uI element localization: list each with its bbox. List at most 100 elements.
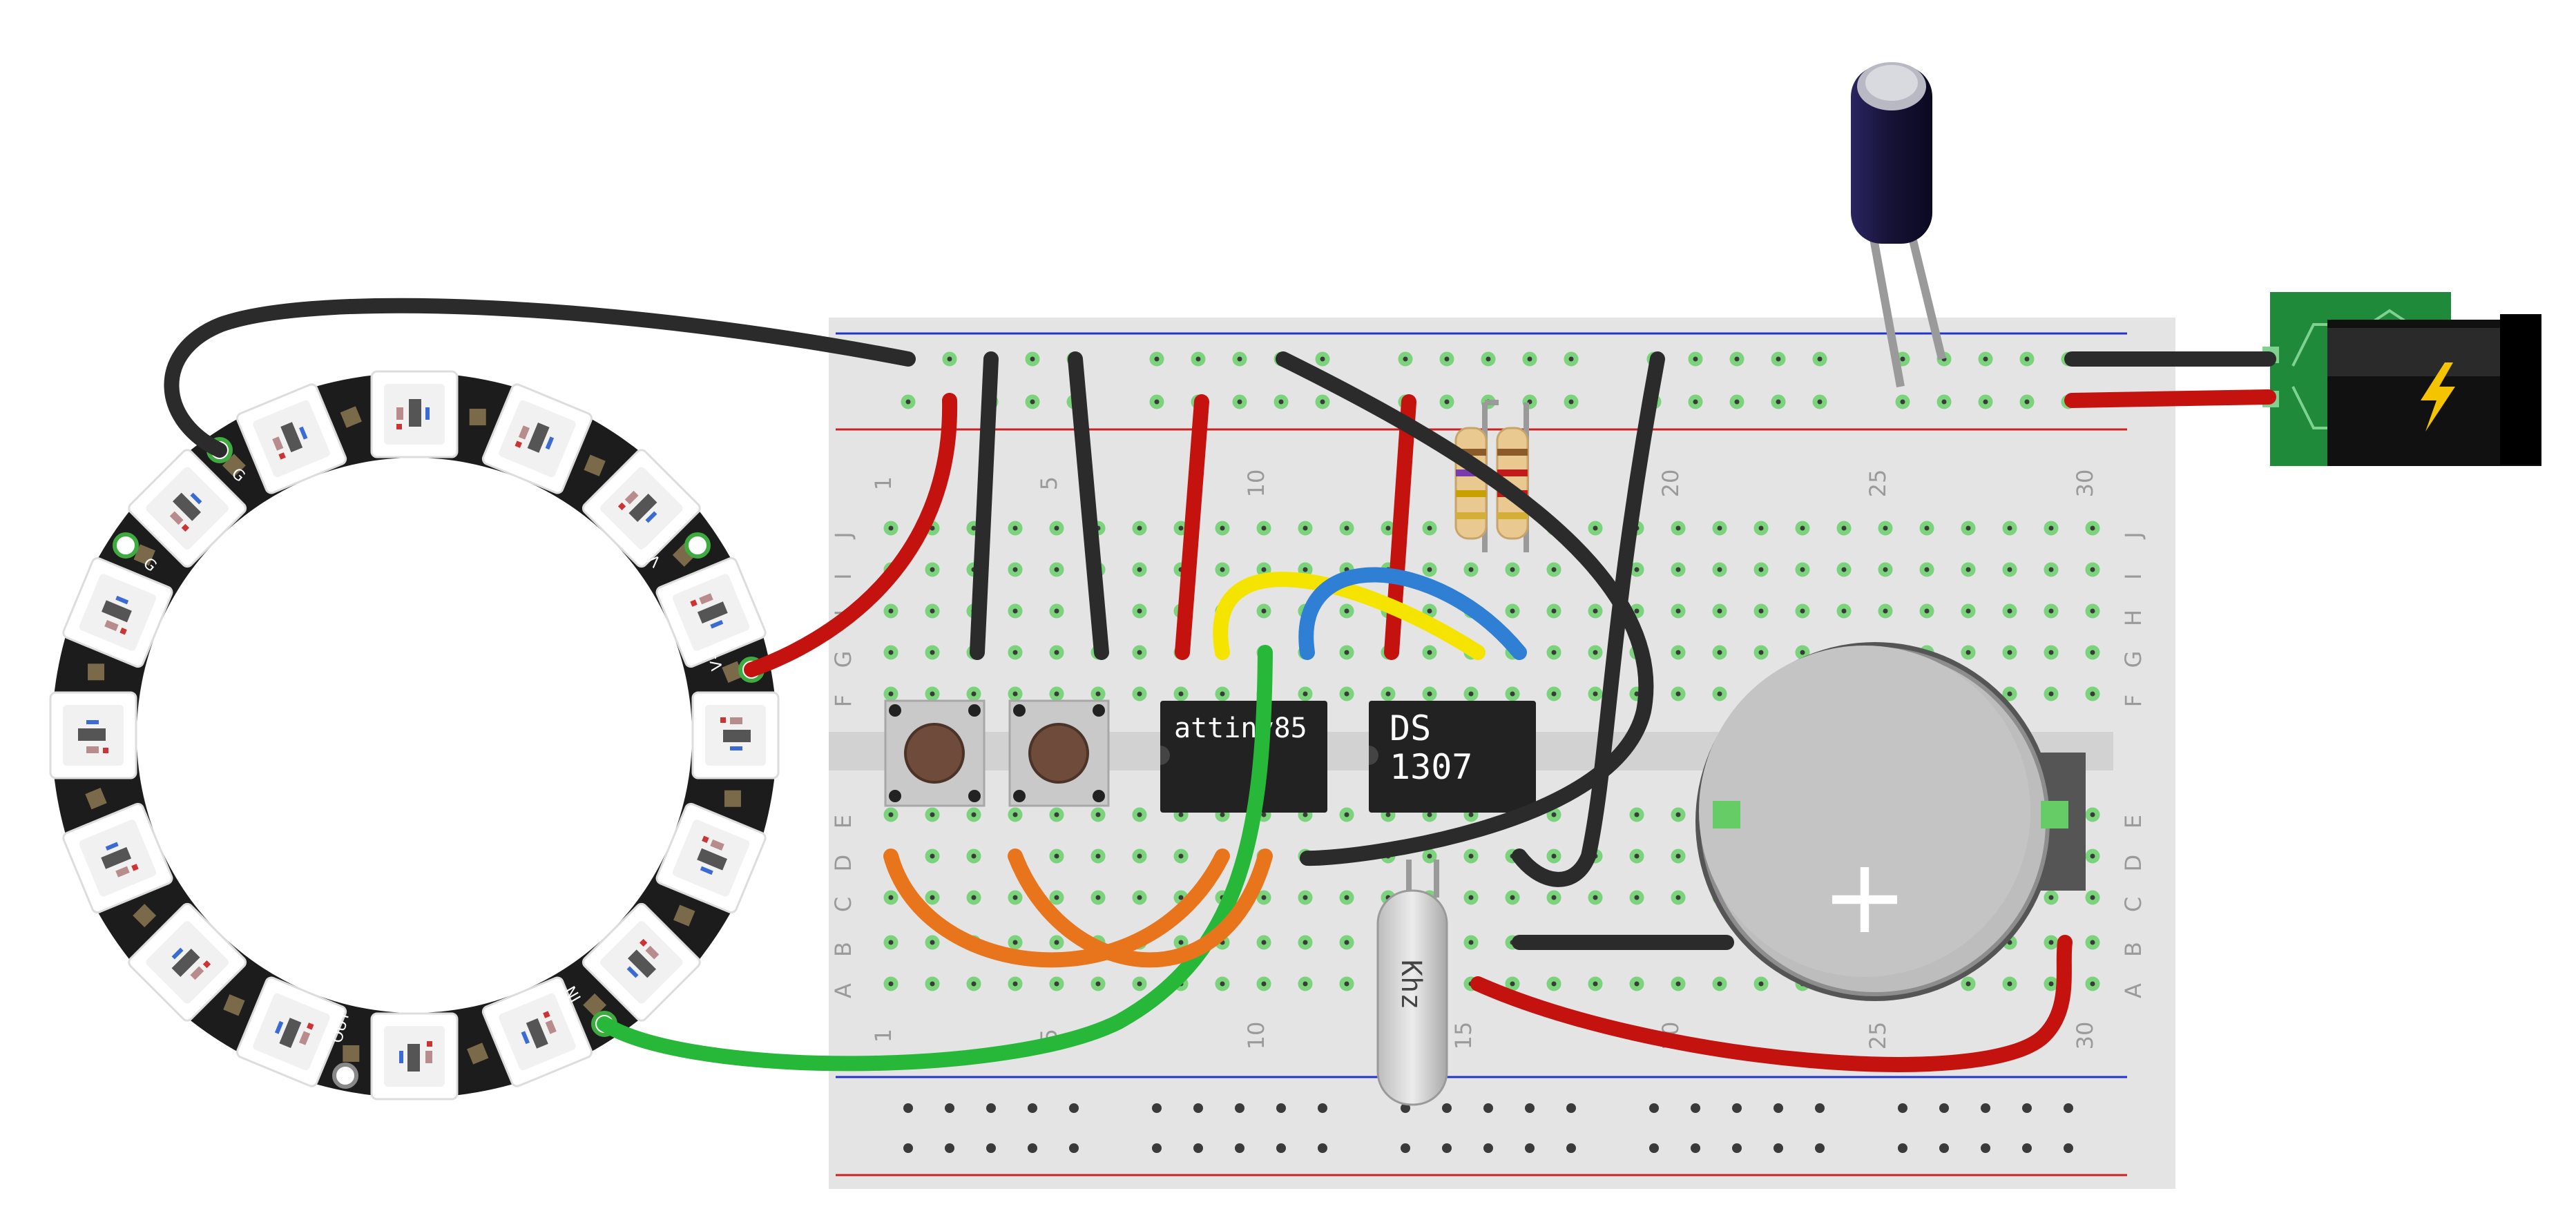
breadboard-hole — [1671, 890, 1686, 905]
breadboard-hole — [883, 645, 898, 660]
ring-led — [655, 802, 767, 914]
breadboard-hole — [1422, 645, 1437, 660]
breadboard-hole — [1298, 521, 1313, 536]
breadboard-hole — [1422, 521, 1437, 536]
breadboard-hole — [1173, 686, 1189, 701]
breadboard-hole — [1152, 1143, 1162, 1153]
breadboard-hole — [2019, 394, 2035, 409]
push-button-2[interactable] — [1008, 699, 1110, 807]
breadboard-hole — [1961, 562, 1976, 577]
breadboard-hole — [883, 807, 898, 822]
breadboard-hole — [1836, 603, 1852, 619]
breadboard-hole — [2002, 521, 2017, 536]
breadboard-hole — [2044, 521, 2059, 536]
breadboard-hole — [1256, 976, 1271, 991]
breadboard-hole — [1629, 849, 1644, 864]
wire-ring-ground — [164, 298, 916, 458]
breadboard-hole — [1522, 351, 1537, 367]
breadboard-hole — [2044, 603, 2059, 619]
breadboard-hole — [1439, 351, 1454, 367]
breadboard-hole — [1173, 849, 1189, 864]
breadboard-hole — [1256, 935, 1271, 950]
ring-pad — [340, 406, 362, 428]
push-button-1[interactable] — [884, 699, 986, 807]
breadboard-hole — [1712, 976, 1727, 991]
breadboard-hole — [883, 603, 898, 619]
breadboard-hole — [1671, 562, 1686, 577]
breadboard-hole — [1069, 1103, 1079, 1113]
breadboard-hole — [1132, 976, 1147, 991]
row-letter-left: I — [830, 573, 856, 579]
breadboard-hole — [2085, 603, 2100, 619]
breadboard-hole — [2085, 521, 2100, 536]
breadboard-hole — [1588, 686, 1603, 701]
breadboard-hole — [1961, 976, 1976, 991]
ds1307-chip: DS 1307 — [1369, 701, 1536, 813]
breadboard-hole — [2002, 603, 2017, 619]
breadboard-hole — [1712, 562, 1727, 577]
breadboard-hole — [1339, 686, 1354, 701]
breadboard-hole — [1629, 807, 1644, 822]
breadboard-hole — [1671, 849, 1686, 864]
row-letter-right: F — [2120, 695, 2146, 707]
breadboard-hole — [1025, 351, 1040, 367]
breadboard-hole — [1422, 849, 1437, 864]
ring-pad — [85, 788, 107, 810]
breadboard-hole — [1463, 686, 1479, 701]
ring-led — [691, 691, 780, 779]
breadboard-hole — [1028, 1103, 1037, 1113]
breadboard-hole — [1256, 890, 1271, 905]
breadboard-hole — [1008, 976, 1023, 991]
breadboard-hole — [1753, 521, 1769, 536]
breadboard-hole — [1339, 521, 1354, 536]
breadboard-hole — [2085, 849, 2100, 864]
breadboard-hole — [2085, 645, 2100, 660]
breadboard-hole — [1215, 686, 1230, 701]
breadboard-hole — [1049, 686, 1064, 701]
breadboard-hole — [1649, 1103, 1659, 1113]
breadboard-hole — [1298, 686, 1313, 701]
wire-rail-ground-down — [1512, 351, 1665, 887]
breadboard-hole — [1629, 890, 1644, 905]
breadboard-hole — [1049, 807, 1064, 822]
breadboard-hole — [1939, 1143, 1949, 1153]
breadboard-hole — [1712, 686, 1727, 701]
breadboard-hole — [1566, 1103, 1576, 1113]
breadboard-hole — [1671, 521, 1686, 536]
breadboard-hole — [1774, 1103, 1783, 1113]
wire-orange-1 — [883, 849, 1230, 968]
breadboard-hole — [1132, 807, 1147, 822]
breadboard-hole — [2044, 890, 2059, 905]
row-letter-left: J — [830, 532, 856, 539]
breadboard-hole — [2044, 976, 2059, 991]
breadboard-hole — [2064, 1143, 2073, 1153]
breadboard-hole — [1771, 394, 1786, 409]
battery-plus-symbol: + — [1821, 837, 1908, 957]
column-number-bottom: 25 — [1865, 1022, 1891, 1050]
breadboard-hole — [1671, 603, 1686, 619]
breadboard-hole — [1671, 976, 1686, 991]
breadboard-hole — [925, 686, 940, 701]
ring-label-v2: V+ — [705, 646, 726, 672]
breadboard-hole — [1132, 562, 1147, 577]
breadboard-hole — [945, 1103, 954, 1113]
ring-pad — [469, 409, 486, 426]
breadboard-hole — [883, 935, 898, 950]
breadboard-hole — [883, 521, 898, 536]
breadboard-hole — [966, 849, 981, 864]
breadboard-hole — [1049, 976, 1064, 991]
breadboard-hole — [1795, 603, 1810, 619]
breadboard-hole — [1505, 562, 1520, 577]
column-number-top: 25 — [1865, 469, 1891, 498]
row-letter-left: D — [830, 855, 856, 872]
breadboard-hole — [1215, 521, 1230, 536]
breadboard-hole — [1008, 935, 1023, 950]
breadboard-hole — [925, 562, 940, 577]
breadboard-hole — [1712, 603, 1727, 619]
ring-pad-out — [332, 1063, 358, 1089]
breadboard-hole — [1173, 935, 1189, 950]
breadboard-hole — [1232, 351, 1247, 367]
breadboard-hole — [1339, 976, 1354, 991]
breadboard-hole — [1771, 351, 1786, 367]
breadboard-hole — [1442, 1143, 1452, 1153]
